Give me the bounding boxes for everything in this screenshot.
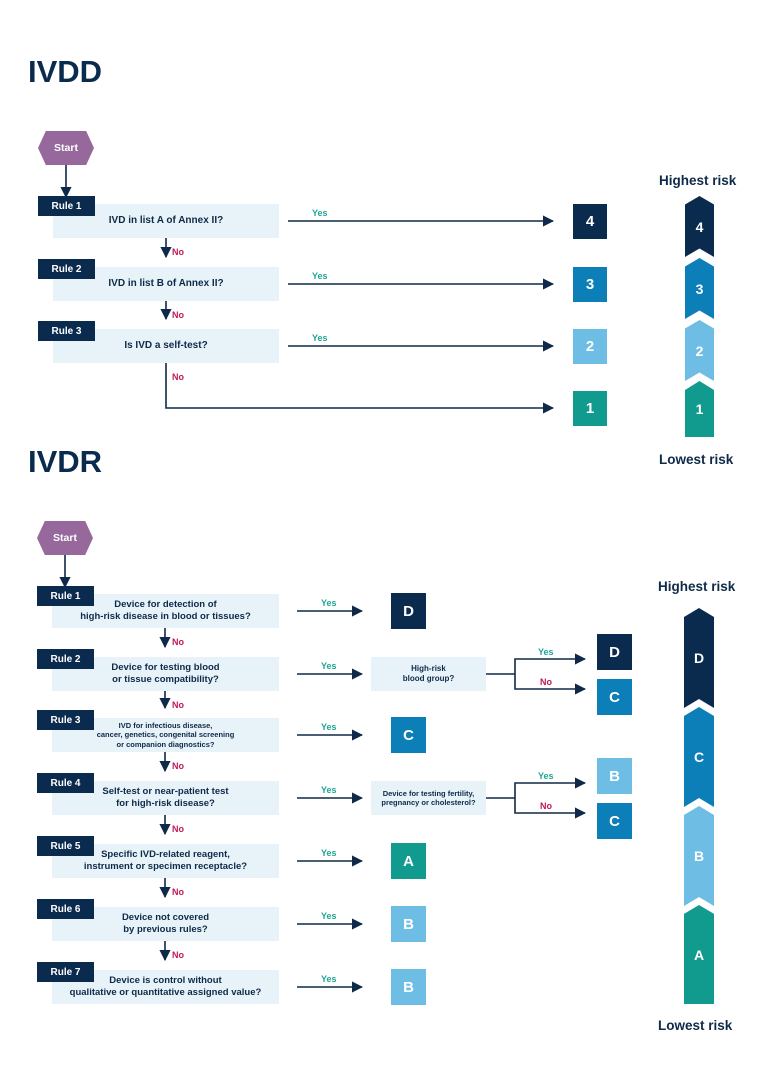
ivdd-yes-label-2: Yes <box>312 271 328 281</box>
ivdr-risk-segment-A: A <box>684 905 714 1004</box>
ivdr-class-5: A <box>391 843 426 879</box>
ivdd-rule-label-1: Rule 1 <box>38 196 95 216</box>
ivdr-sub-no-arrow-4 <box>514 798 587 819</box>
ivdd-no-label-1: No <box>172 247 184 257</box>
ivdd-start: Start <box>38 131 94 165</box>
ivdd-class-1: 1 <box>573 391 607 426</box>
ivdr-sub-no-label-2: No <box>540 677 552 687</box>
ivdr-no-label-3: No <box>172 761 184 771</box>
ivdd-rule-label-2: Rule 2 <box>38 259 95 279</box>
ivdr-title: IVDR <box>28 444 103 479</box>
ivdr-rule-label-5: Rule 5 <box>37 836 94 856</box>
ivdr-sub-no-class-2: C <box>597 679 632 715</box>
ivdr-class-6: B <box>391 906 426 942</box>
ivdr-sub-yes-class-2: D <box>597 634 632 670</box>
ivdd-risk-segment-3: 3 <box>685 258 714 319</box>
ivdr-rule-label-7: Rule 7 <box>37 962 94 982</box>
ivdr-no-label-1: No <box>172 637 184 647</box>
ivdr-sub-no-class-4: C <box>597 803 632 839</box>
ivdd-risk-segment-1: 1 <box>685 381 714 437</box>
ivdr-sub-no-label-4: No <box>540 801 552 811</box>
ivdr-no-label-6: No <box>172 950 184 960</box>
ivdr-rule-label-3: Rule 3 <box>37 710 94 730</box>
ivdd-no-label-3: No <box>172 372 184 382</box>
ivdr-risk-segment-B: B <box>684 806 714 906</box>
ivdr-start: Start <box>37 521 93 555</box>
ivdr-no-label-2: No <box>172 700 184 710</box>
ivdr-lowest-risk-label: Lowest risk <box>658 1018 733 1033</box>
ivdr-yes-label-3: Yes <box>321 722 337 732</box>
ivdr-sub-question-2: High-risk blood group? <box>371 657 486 691</box>
ivdd-class-3: 3 <box>573 267 607 302</box>
ivdd-highest-risk-label: Highest risk <box>659 173 737 188</box>
ivdd-no-label-2: No <box>172 310 184 320</box>
ivdd-yes-label-1: Yes <box>312 208 328 218</box>
ivdd-risk-segment-2: 2 <box>685 320 714 381</box>
ivdr-sub-yes-label-2: Yes <box>538 647 554 657</box>
ivdr-sub-question-4: Device for testing fertility, pregnancy … <box>371 781 486 815</box>
ivdr-class-3: C <box>391 717 426 753</box>
ivdd-default-arrow <box>165 363 555 414</box>
ivdr-class-7: B <box>391 969 426 1005</box>
ivdd-rule-label-3: Rule 3 <box>38 321 95 341</box>
ivdr-yes-label-5: Yes <box>321 848 337 858</box>
ivdr-no-label-5: No <box>172 887 184 897</box>
ivdr-yes-label-2: Yes <box>321 661 337 671</box>
ivdr-sub-no-arrow-2 <box>514 674 587 695</box>
ivdr-risk-segment-D: D <box>684 608 714 708</box>
ivdr-highest-risk-label: Highest risk <box>658 579 736 594</box>
ivdr-sub-yes-arrow-2 <box>514 653 587 674</box>
ivdd-class-4: 4 <box>573 204 607 239</box>
ivdr-rule-label-6: Rule 6 <box>37 899 94 919</box>
ivdr-question-4: Self-test or near-patient test for high-… <box>52 781 279 815</box>
ivdd-lowest-risk-label: Lowest risk <box>659 452 734 467</box>
ivdr-rule-label-4: Rule 4 <box>37 773 94 793</box>
ivdr-yes-label-7: Yes <box>321 974 337 984</box>
ivdr-rule-label-2: Rule 2 <box>37 649 94 669</box>
ivdd-class-2: 2 <box>573 329 607 364</box>
ivdr-yes-label-1: Yes <box>321 598 337 608</box>
ivdr-yes-label-6: Yes <box>321 911 337 921</box>
ivdr-sub-yes-arrow-4 <box>514 777 587 798</box>
ivdr-class-1: D <box>391 593 426 629</box>
ivdr-sub-yes-class-4: B <box>597 758 632 794</box>
ivdr-yes-label-4: Yes <box>321 785 337 795</box>
ivdd-yes-label-3: Yes <box>312 333 328 343</box>
ivdr-no-label-4: No <box>172 824 184 834</box>
ivdr-rule-label-1: Rule 1 <box>37 586 94 606</box>
ivdr-risk-segment-C: C <box>684 707 714 807</box>
ivdd-risk-segment-4: 4 <box>685 196 714 257</box>
ivdd-title: IVDD <box>28 54 103 89</box>
ivdr-question-3: IVD for infectious disease, cancer, gene… <box>52 718 279 752</box>
ivdr-sub-yes-label-4: Yes <box>538 771 554 781</box>
